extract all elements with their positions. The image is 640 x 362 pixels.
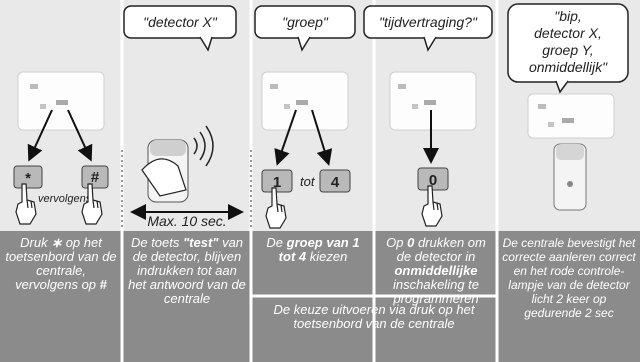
bubble-step5-line3: groep Y, bbox=[542, 42, 593, 58]
caption-step5: De centrale bevestigt het correcte aanle… bbox=[502, 236, 636, 320]
control-panel-step5 bbox=[527, 93, 615, 139]
caption-step2-b: van de detector, blijven indrukken tot a… bbox=[128, 235, 246, 306]
control-panel-step1 bbox=[17, 71, 105, 131]
control-panel-step4 bbox=[389, 71, 477, 131]
key-star: * bbox=[13, 165, 43, 189]
caption-step1: Druk ∗ op het toetsenbord van de central… bbox=[4, 236, 118, 292]
caption-step2: De toets "test" van de detector, blijven… bbox=[128, 236, 246, 306]
bubble-step4-text: "tijdvertraging?" bbox=[379, 14, 478, 30]
caption-shared: De keuze uitvoeren via druk op het toets… bbox=[273, 302, 475, 331]
arrow-to-hash-key bbox=[67, 109, 93, 162]
hand-icon-step4 bbox=[421, 185, 443, 227]
hand-icon-step1-left bbox=[15, 183, 37, 225]
tot-label: tot bbox=[300, 174, 316, 189]
bubble-step3-text: "groep" bbox=[282, 14, 329, 30]
key-0: 0 bbox=[417, 167, 449, 191]
caption-step4-bold2: onmiddellijke bbox=[394, 263, 478, 278]
bubble-step5-line2: detector X, bbox=[534, 25, 602, 41]
arrow-to-key-1 bbox=[274, 109, 297, 166]
caption-step1-b: op het toetsenbord van de centrale, verv… bbox=[5, 235, 117, 292]
caption-step3-bold: groep van 1 tot 4 bbox=[278, 235, 360, 264]
caption-step3-b: kiezen bbox=[306, 249, 348, 264]
caption-step3: De groep van 1 tot 4 kiezen bbox=[260, 236, 366, 264]
caption-step4-b: drukken om de detector in bbox=[396, 235, 486, 264]
bubble-step2-text: "detector X" bbox=[143, 14, 218, 30]
caption-step1-star: ∗ bbox=[51, 235, 63, 250]
caption-step1-a: Druk bbox=[20, 235, 52, 250]
detector-icon-step5 bbox=[553, 143, 587, 211]
key-star-label: * bbox=[25, 170, 31, 187]
caption-step2-a: De toets bbox=[130, 235, 183, 250]
detector-icon-step2 bbox=[141, 139, 189, 203]
caption-step4-c: inschakeling te programmeren bbox=[393, 277, 479, 306]
hand-icon-step3 bbox=[265, 187, 287, 229]
key-hash-label: # bbox=[91, 169, 100, 186]
key-4-label: 4 bbox=[331, 174, 340, 191]
hand-icon-step1-right bbox=[81, 183, 103, 225]
key-1: 1 bbox=[261, 169, 293, 193]
bubble-step3: "groep" bbox=[254, 5, 356, 52]
key-hash: # bbox=[81, 165, 109, 189]
signal-waves-icon bbox=[193, 125, 214, 167]
arrow-to-star-key bbox=[27, 109, 53, 162]
caption-step4-a: Op bbox=[386, 235, 408, 250]
key-1-label: 1 bbox=[273, 174, 281, 191]
bubble-step4: "tijdvertraging?" bbox=[363, 5, 493, 52]
caption-step2-bold: "test" bbox=[183, 235, 219, 250]
caption-step3-a: De bbox=[266, 235, 287, 250]
bubble-step5-line1: "bip, bbox=[554, 8, 582, 24]
caption-step4: Op 0 drukken om de detector in onmiddell… bbox=[380, 236, 492, 306]
timer-label: Max. 10 sec. bbox=[147, 213, 226, 229]
bubble-step2: "detector X" bbox=[123, 5, 237, 52]
caption-step4-bold1: 0 bbox=[407, 235, 415, 250]
key-4: 4 bbox=[319, 169, 351, 193]
arrow-to-key-4 bbox=[311, 109, 333, 166]
vervolgens-label: vervolgens bbox=[38, 193, 92, 205]
key-0-label: 0 bbox=[429, 172, 437, 189]
caption-step1-hash: # bbox=[99, 277, 107, 292]
bubble-step5: "bip, detector X, groep Y, onmiddellijk" bbox=[507, 3, 629, 94]
bubble-step5-line4: onmiddellijk" bbox=[529, 59, 608, 75]
control-panel-step3 bbox=[261, 71, 349, 131]
